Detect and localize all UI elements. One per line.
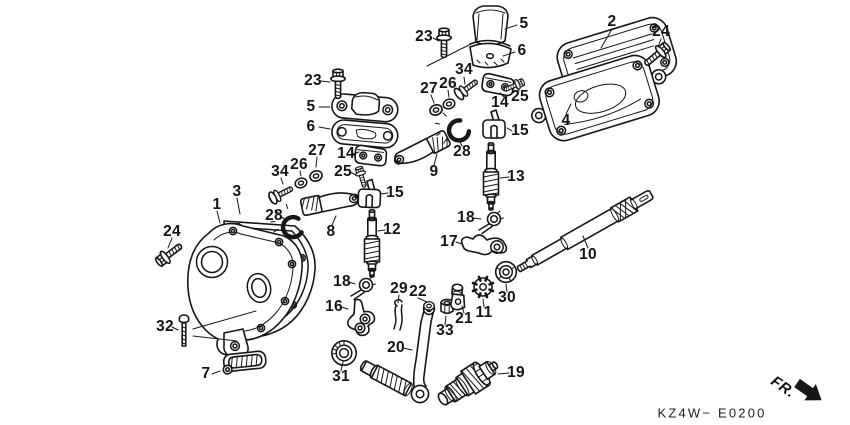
part-label-14-b: 14: [337, 145, 355, 162]
part-label-12: 12: [383, 221, 401, 238]
part-30-roller: [494, 260, 518, 284]
part-label-25-a: 25: [511, 88, 529, 105]
part-label-6-b: 6: [306, 118, 316, 135]
part-34-bolt-a: [452, 75, 482, 102]
part-label-15-b: 15: [386, 184, 404, 201]
part-label-31: 31: [332, 368, 350, 385]
part-label-16: 16: [325, 298, 343, 315]
part-label-15-a: 15: [511, 122, 529, 139]
part-17-lever: [460, 234, 508, 256]
part-16-arm: [346, 298, 376, 337]
part-label-19: 19: [507, 364, 525, 381]
part-31-bearing: [331, 340, 357, 366]
part-label-9: 9: [429, 163, 439, 180]
part-label-30: 30: [498, 289, 516, 306]
part-22-washer: [423, 301, 435, 311]
part-label-23-b: 23: [304, 72, 322, 89]
part-label-27-b: 27: [308, 142, 326, 159]
part-label-20: 20: [387, 339, 405, 356]
part-14-bracket-a: [480, 72, 516, 97]
part-5-plate-left: [331, 91, 399, 123]
part-2-4-cover: [531, 16, 678, 142]
part-label-13: 13: [507, 168, 525, 185]
part-label-3: 3: [232, 183, 242, 200]
part-label-28-a: 28: [453, 143, 471, 160]
part-26-washer-b: [293, 175, 309, 191]
part-15-fork-a: [482, 109, 506, 139]
part-5-6-mount-upper: [426, 5, 512, 69]
part-label-25-b: 25: [334, 163, 352, 180]
part-18-spring-b: [350, 276, 377, 301]
leader-lines: [167, 24, 662, 375]
part-26-washer-a: [441, 96, 457, 112]
part-label-24-b: 24: [163, 223, 181, 240]
part-label-21: 21: [455, 310, 473, 327]
part-13-spindle: [482, 142, 500, 211]
part-label-2: 2: [607, 13, 617, 30]
part-27-washer-b: [307, 168, 325, 184]
part-23-bolt-a: [435, 27, 453, 59]
part-7-cushion: [222, 350, 267, 375]
part-34-bolt-b: [266, 182, 296, 206]
part-32-bolt: [178, 314, 190, 347]
part-10-shaft: [516, 190, 654, 273]
part-29-pin: [393, 299, 403, 331]
part-label-5-a: 5: [519, 15, 529, 32]
part-label-22: 22: [409, 283, 427, 300]
part-label-23-a: 23: [415, 28, 433, 45]
part-label-34-b: 34: [271, 163, 289, 180]
part-label-34-a: 34: [455, 61, 473, 78]
part-label-32: 32: [156, 318, 174, 335]
part-label-14-a: 14: [491, 94, 509, 111]
part-label-11: 11: [475, 304, 493, 321]
part-label-28-b: 28: [265, 207, 283, 224]
part-14-bracket-b: [353, 144, 388, 167]
part-label-17: 17: [440, 233, 458, 250]
part-1-cover: [187, 222, 303, 359]
part-label-29: 29: [390, 280, 408, 297]
part-8-arm: [299, 186, 361, 217]
part-21-bracket: [449, 283, 466, 311]
part-label-26-a: 26: [439, 75, 457, 92]
part-label-33: 33: [436, 322, 454, 339]
part-label-24-a: 24: [652, 23, 670, 40]
part-label-7: 7: [201, 365, 211, 382]
fr-arrow-icon: [794, 378, 822, 401]
part-label-1: 1: [212, 196, 222, 213]
part-label-8: 8: [326, 223, 336, 240]
part-label-18-a: 18: [457, 209, 475, 226]
part-12-spindle: [363, 209, 381, 278]
part-27-washer-a: [427, 102, 445, 118]
part-label-10: 10: [579, 246, 597, 263]
part-label-26-b: 26: [290, 156, 308, 173]
part-label-6-a: 6: [517, 42, 527, 59]
part-9-arm: [391, 128, 452, 172]
part-label-18-b: 18: [333, 273, 351, 290]
part-19-gear-cluster: [437, 360, 499, 406]
part-11-gear: [471, 275, 495, 299]
diagram-code: KZ4W− E0200: [657, 405, 767, 421]
part-18-spring-a: [478, 210, 505, 235]
part-label-27-a: 27: [420, 80, 438, 97]
part-label-4: 4: [561, 112, 571, 129]
part-20-gearshift-spindle: [359, 302, 436, 404]
part-label-5-b: 5: [306, 98, 316, 115]
